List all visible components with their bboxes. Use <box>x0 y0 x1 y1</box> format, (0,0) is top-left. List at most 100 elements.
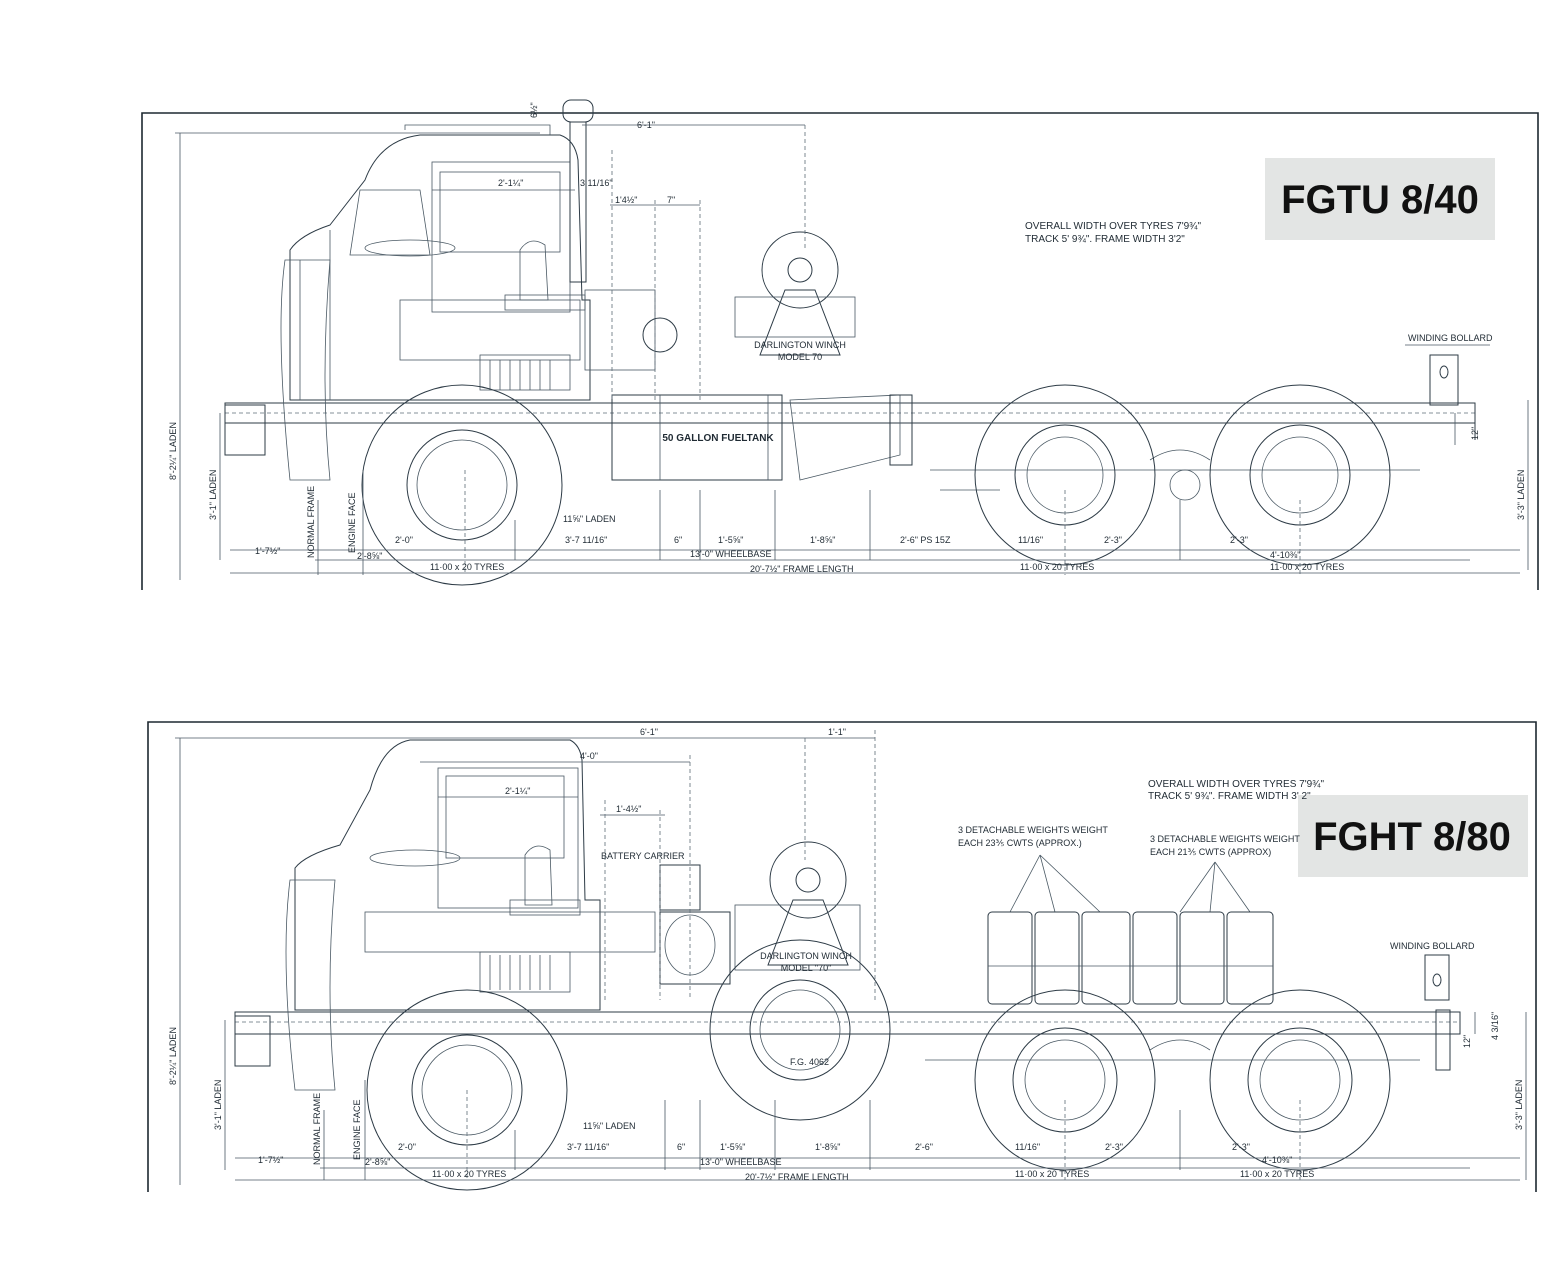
dim-b: 2'-0" <box>398 1142 416 1152</box>
dim-a: 2'-8⅝" <box>365 1157 390 1167</box>
dim-frame-depth: 12" <box>1462 1035 1472 1048</box>
model-title-box <box>1298 795 1528 877</box>
winch-model-label: MODEL 70 <box>778 352 822 362</box>
weights-note-2: 3 DETACHABLE WEIGHTS WEIGHT <box>1150 834 1300 844</box>
dim-e: 6" <box>674 535 682 545</box>
dim-cab-width: 2'-1¼" <box>505 786 530 796</box>
dim-stack: 3 11/16" <box>580 178 613 188</box>
overall-width-note: OVERALL WIDTH OVER TYRES 7'9¾" <box>1025 221 1202 232</box>
tyres-front: 11·00 x 20 TYRES <box>432 1169 506 1179</box>
engine-block <box>399 289 656 391</box>
gearbox <box>789 394 901 481</box>
dim-h: 2'-6" PS 15Z <box>900 535 951 545</box>
model-title: FGHT 8/80 <box>1313 815 1511 859</box>
dim-i: 11/16" <box>1015 1142 1040 1152</box>
darlington-winch: DARLINGTON WINCH MODEL "70" <box>734 841 861 973</box>
weights-note-1b: EACH 23⅗ CWTS (APPROX.) <box>958 838 1082 848</box>
dim-j: 2'-3" <box>1104 535 1122 545</box>
dim-cab-to-winch: 6'-1" <box>637 120 655 130</box>
fg-number: F.G. 4062 <box>790 1057 829 1067</box>
dim-overall-height: 8'-2¼" LADEN <box>168 1027 178 1085</box>
dim-frame-length: 20'-7½" FRAME LENGTH <box>750 564 853 574</box>
winch-drum-wheel: F.G. 4062 <box>709 939 891 1121</box>
dim-d: 3'-7 11/16" <box>567 1142 609 1152</box>
model-title-box <box>1265 158 1495 240</box>
tyres-mid: 11·00 x 20 TYRES <box>1020 562 1094 572</box>
dimension-lines <box>175 730 1527 1185</box>
front-wheel <box>361 384 563 586</box>
drawing-border-bottom <box>147 721 1537 1192</box>
dim-frame-height: 3'-1" LADEN <box>208 470 218 520</box>
dim-f: 1'-5⅝" <box>718 535 743 545</box>
rear-crossmember <box>889 394 913 466</box>
mid-wheel <box>974 384 1156 566</box>
dim-c: 11⅝" LADEN <box>583 1121 636 1131</box>
engine-face-label: ENGINE FACE <box>352 1099 362 1160</box>
battery-carrier: BATTERY CARRIER <box>601 851 731 985</box>
winding-bollard-label: WINDING BOLLARD <box>1408 333 1493 343</box>
air-tank <box>642 317 678 353</box>
winch-label: DARLINGTON WINCH <box>760 951 852 961</box>
dim-frame-length: 20'-7½" FRAME LENGTH <box>745 1172 848 1182</box>
normal-frame-label: NORMAL FRAME <box>306 486 316 558</box>
dim-1-4-5: 1'4½" <box>615 195 637 205</box>
winding-bollard: WINDING BOLLARD <box>1390 941 1475 1071</box>
tyres-mid: 11·00 x 20 TYRES <box>1015 1169 1089 1179</box>
dim-7: 7" <box>667 195 675 205</box>
winding-bollard: WINDING BOLLARD <box>1405 333 1493 406</box>
dim-c: 11⅝" LADEN <box>563 514 616 524</box>
dim-frame-height: 3'-1" LADEN <box>213 1080 223 1130</box>
chassis-frame <box>234 1011 1461 1067</box>
bogie-pivot <box>1169 469 1201 501</box>
dim-a: 2'-8⅝" <box>357 551 382 561</box>
normal-frame-label: NORMAL FRAME <box>312 1093 322 1165</box>
winding-bollard-label: WINDING BOLLARD <box>1390 941 1475 951</box>
drawing-fgtu-8-40: FGTU 8/40 OVERALL WIDTH OVER TYRES 7'9¾"… <box>141 99 1539 590</box>
darlington-winch: DARLINGTON WINCH MODEL 70 <box>734 231 856 362</box>
dim-k: 2'-3" <box>1232 1142 1250 1152</box>
cab <box>285 739 601 1091</box>
dim-d: 3'-7 11/16" <box>565 535 607 545</box>
dim-l: 4'-10⅜" <box>1270 550 1300 560</box>
dim-winch-offset: 1'-1" <box>828 727 846 737</box>
fuel-tank: 50 GALLON FUELTANK <box>611 394 783 481</box>
model-title: FGTU 8/40 <box>1281 178 1479 222</box>
dim-g: 1'-8⅝" <box>810 535 835 545</box>
engine-block <box>364 899 656 993</box>
dim-l: 4'-10⅜" <box>1262 1155 1292 1165</box>
dim-bollard: 4 3/16" <box>1490 1012 1500 1040</box>
weights-note-2b: EACH 21⅗ CWTS (APPROX) <box>1150 847 1271 857</box>
dim-front-overhang: 1'-7½" <box>258 1155 283 1165</box>
track-frame-note: TRACK 5' 9¾". FRAME WIDTH 3'2" <box>1025 234 1185 245</box>
dim-top-height: 6½" <box>529 102 539 118</box>
dim-f: 1'-5⅝" <box>720 1142 745 1152</box>
dim-rear-height: 3'-3" LADEN <box>1514 1080 1524 1130</box>
dim-cab-to-winch: 6'-1" <box>640 727 658 737</box>
dim-b: 2'-0" <box>395 535 413 545</box>
track-frame-note: TRACK 5' 9¾". FRAME WIDTH 3' 2" <box>1148 791 1311 802</box>
dim-frame-depth: 12" <box>1470 427 1480 440</box>
winch-label: DARLINGTON WINCH <box>754 340 846 350</box>
engine-face-label: ENGINE FACE <box>347 492 357 553</box>
detachable-weights <box>987 911 1274 1005</box>
dim-k: 2'-3" <box>1230 535 1248 545</box>
dim-overall-height: 8'-2¼" LADEN <box>168 422 178 480</box>
dim-front-overhang: 1'-7½" <box>255 546 280 556</box>
tyres-rear: 11·00 x 20 TYRES <box>1270 562 1344 572</box>
tyres-rear: 11·00 x 20 TYRES <box>1240 1169 1314 1179</box>
bogie-suspension <box>930 449 1420 491</box>
weights-leader-lines <box>1009 854 1251 913</box>
exhaust-stack <box>562 99 594 283</box>
drawing-border-top <box>141 112 1539 590</box>
overall-width-note: OVERALL WIDTH OVER TYRES 7'9¾" <box>1148 779 1325 790</box>
tyres-front: 11·00 x 20 TYRES <box>430 562 504 572</box>
dim-e: 6" <box>677 1142 685 1152</box>
dim-g: 1'-8⅝" <box>815 1142 840 1152</box>
dimension-lines <box>175 124 1529 580</box>
dim-rear-height: 3'-3" LADEN <box>1516 470 1526 520</box>
drawing-fght-8-80: FGHT 8/80 OVERALL WIDTH OVER TYRES 7'9¾"… <box>147 721 1537 1192</box>
chassis-frame <box>224 402 1476 456</box>
bogie-suspension <box>925 1039 1420 1061</box>
fuel-tank-label: 50 GALLON FUELTANK <box>662 433 774 444</box>
